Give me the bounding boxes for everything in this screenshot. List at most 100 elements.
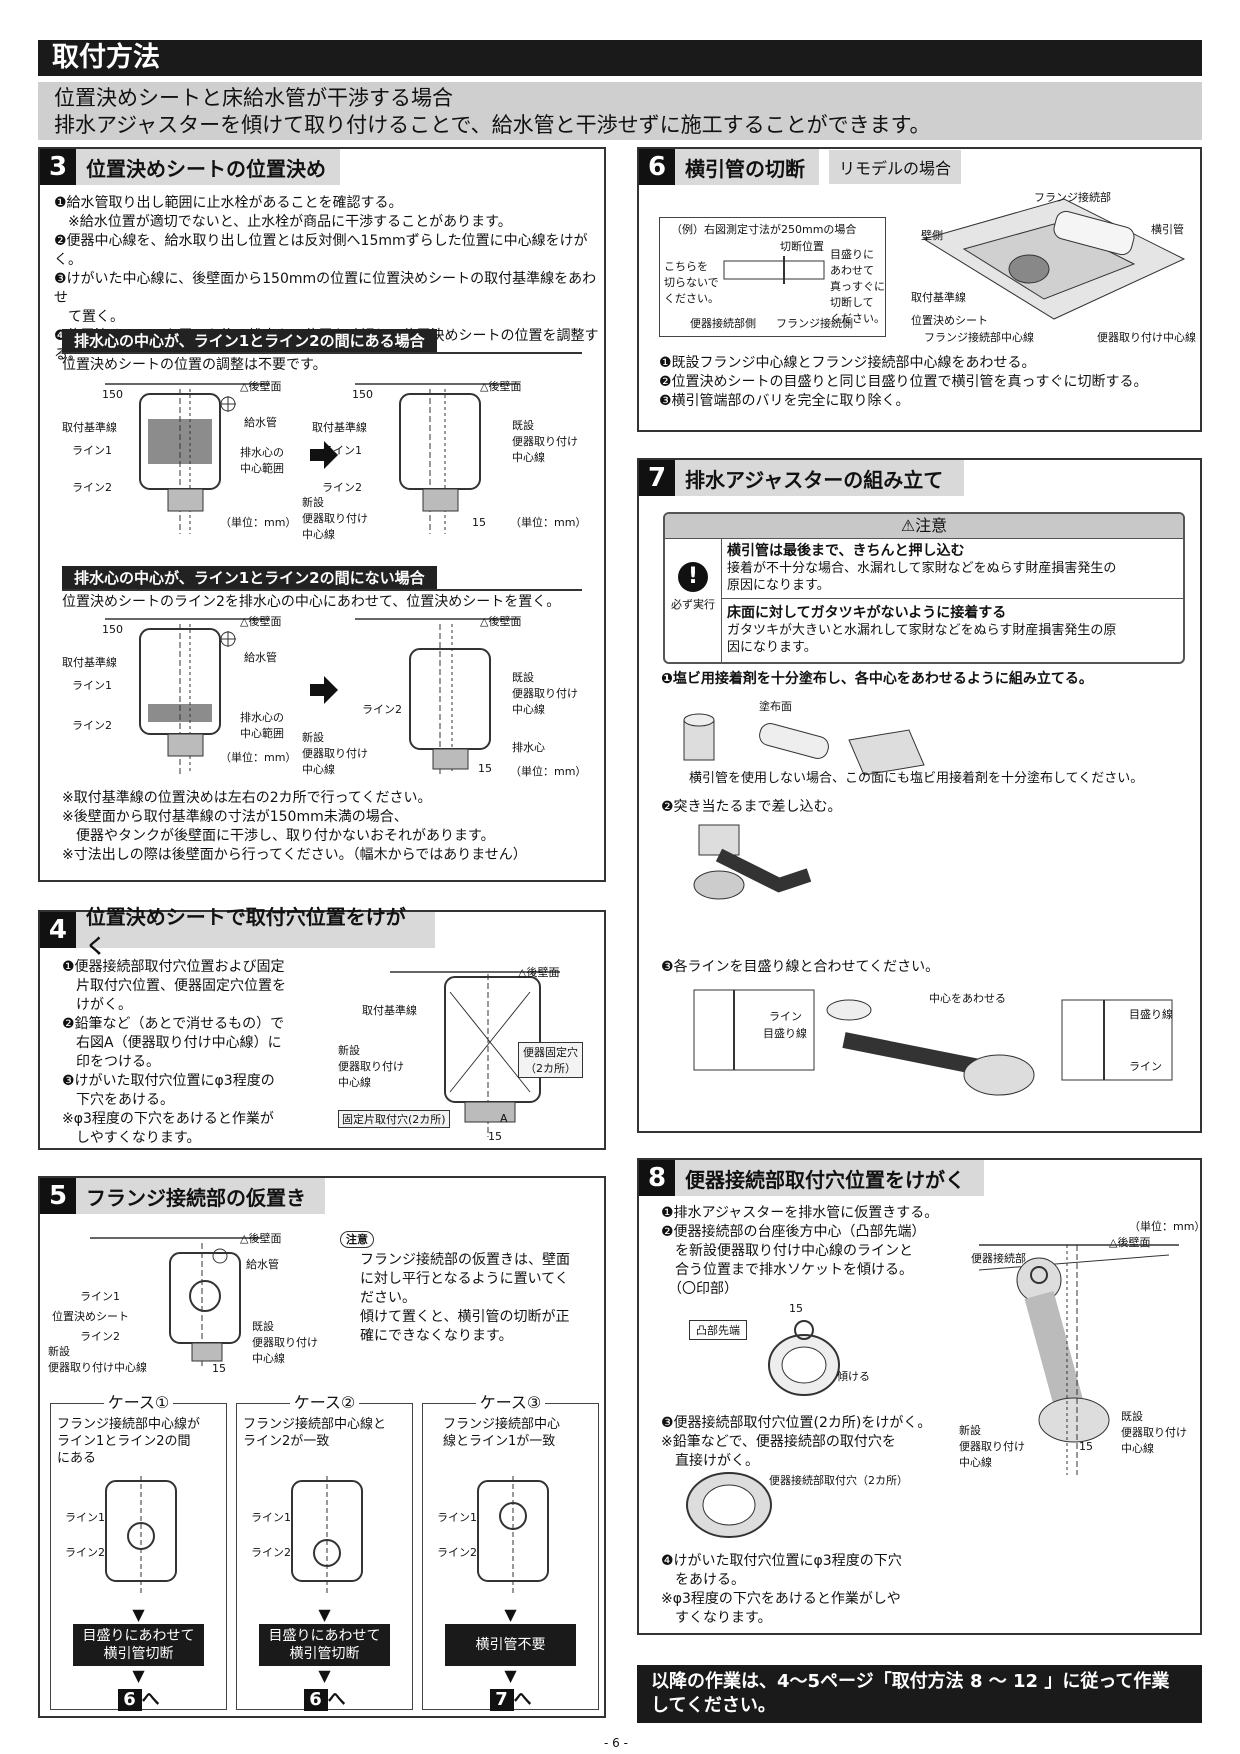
label-pipe: 横引管 — [1151, 223, 1184, 236]
label-exist-1: 既設 — [1121, 1410, 1143, 1423]
label-line: ライン — [769, 1010, 802, 1023]
section-8: 8 便器接続部取付穴位置をけがく ❶排水アジャスターを排水管に仮置きする。 ❷便… — [637, 1158, 1205, 1635]
section-number: 8 — [639, 1160, 675, 1196]
sec7-step2: ❷突き当たるまで差し込む。 — [661, 799, 842, 815]
goto-number: 6 — [117, 1689, 142, 1711]
label-range-2: 中心範囲 — [240, 727, 284, 740]
label-rear: △後壁面 — [518, 966, 560, 979]
label-15: 15 — [472, 516, 486, 529]
section-title: 排水アジャスターの組み立て — [685, 467, 944, 492]
label-line1: ライン1 — [437, 1511, 477, 1524]
section-7: 7 排水アジャスターの組み立て ⚠注意 ! 必ず実行 横引管は最後まで、きちんと… — [637, 458, 1202, 1133]
section-8-header: 8 便器接続部取付穴位置をけがく — [639, 1160, 984, 1196]
label-line2-c: ライン2 — [72, 719, 112, 732]
label-unit-d: （単位：mm） — [510, 765, 587, 778]
sec3-notes: ※取付基準線の位置決めは左右の2カ所で行ってください。 ※後壁面から取付基準線の… — [62, 789, 602, 865]
case-head: ケース① — [103, 1393, 174, 1412]
action-line2: 横引管切断 — [103, 1646, 174, 1662]
label-new-3: 中心線 — [338, 1076, 371, 1089]
leftnote-2: 切らないで — [664, 276, 719, 289]
section-title: 位置決めシートの位置決め — [86, 156, 326, 181]
label-new-2: 便器取り付け — [302, 747, 368, 760]
footer-note: 以降の作業は、4～5ページ「取付方法 8 ～ 12 」に従って作業 してください… — [637, 1665, 1202, 1723]
caution-1-body: 接着が不十分な場合、水漏れして家財などをぬらす財産損害発生の — [727, 561, 1117, 576]
mandatory-icon: ! — [678, 562, 708, 592]
label-new-2: 便器取り付け中心線 — [48, 1361, 147, 1374]
label-line2-d: ライン2 — [362, 703, 402, 716]
label-base: 取付基準線 — [62, 421, 117, 434]
label-wall: 壁側 — [921, 229, 943, 242]
label-rightnote: 目盛りにあわせて真っすぐに切断してください。 — [830, 246, 885, 326]
section-title: フランジ接続部の仮置き — [86, 1185, 306, 1210]
note-line: ※取付基準線の位置決めは左右の2カ所で行ってください。 — [62, 790, 432, 806]
case-diagram — [477, 1476, 549, 1596]
step-line: ❷便器中心線を、給水取り出し位置とは反対側へ15mmずらした位置に中心線をけがく… — [54, 233, 588, 268]
label-line2: ライン2 — [65, 1546, 105, 1559]
caution-box: ⚠注意 ! 必ず実行 横引管は最後まで、きちんと押し込む 接着が不十分な場合、水… — [663, 512, 1185, 664]
case-1: ケース① フランジ接続部中心線がライン1とライン2の間にある ライン1 ライン2… — [50, 1393, 227, 1711]
label-15: 15 — [212, 1362, 226, 1375]
flange-diagram — [922, 198, 1186, 320]
caseA-text: 位置決めシートの位置の調整は不要です。 — [62, 357, 327, 373]
label-new-1: 新設 — [959, 1424, 981, 1437]
sec7-step1: ❶塩ビ用接着剤を十分塗布し、各中心をあわせるように組み立てる。 — [661, 671, 1093, 687]
caution-2: 床面に対してガタツキがないように接着する ガタツキが大きいと水漏れして家財などを… — [727, 602, 1177, 656]
label-exist-1: 既設 — [252, 1320, 274, 1333]
label-center: 中心をあわせる — [929, 992, 1006, 1005]
sec4-steps: ❶便器接続部取付穴位置および固定 片取付穴位置、便器固定穴位置を けがく。 ❷鉛… — [62, 958, 322, 1148]
label-unit-b: （単位：mm） — [510, 516, 587, 529]
case-head: ケース② — [289, 1393, 360, 1412]
label-A: A — [500, 1112, 508, 1125]
label-range-c: 排水心の中心範囲 — [240, 709, 284, 741]
section-7-header: 7 排水アジャスターの組み立て — [639, 460, 964, 496]
label-exist-1: 既設 — [512, 671, 534, 684]
action-line1: 目盛りにあわせて — [82, 1628, 195, 1644]
step-line: 直接けがく。 — [661, 1453, 759, 1469]
section-3: 3 位置決めシートの位置決め ❶給水管取り出し範囲に止水栓があることを確認する。… — [38, 147, 606, 882]
label-line2: ライン2 — [251, 1546, 291, 1559]
sec5-note: 注意 フランジ接続部の仮置きは、壁面 に対し平行となるように置いてく ださい。 … — [340, 1228, 590, 1346]
note-line: フランジ接続部の仮置きは、壁面 — [360, 1252, 570, 1268]
note-line: に対し平行となるように置いてく — [360, 1271, 569, 1287]
sec8-steps3: ❹けがいた取付穴位置にφ3程度の下穴 をあける。 ※φ3程度の下穴をあけると作業… — [661, 1552, 951, 1628]
caution-head: ⚠注意 — [665, 514, 1183, 539]
case-diagram — [105, 1476, 177, 1596]
label-water: 給水管 — [244, 416, 277, 429]
case-desc: ライン2が一致 — [243, 1434, 330, 1449]
section-3-header: 3 位置決めシートの位置決め — [40, 149, 340, 185]
note-badge: 注意 — [340, 1231, 374, 1248]
label-flangecenter: フランジ接続部中心線 — [924, 331, 1034, 344]
step-line: 合う位置まで排水ソケットを傾ける。 — [661, 1262, 913, 1278]
label-base-c: 取付基準線 — [62, 656, 117, 669]
label-conn: 便器接続部 — [971, 1252, 1026, 1265]
case-head: ケース③ — [475, 1393, 546, 1412]
label-line1: ライン1 — [65, 1511, 105, 1524]
label-rear-c: △後壁面 — [240, 615, 282, 628]
label-new-2: 便器取り付け — [338, 1060, 404, 1073]
section-6: 6 横引管の切断 リモデルの場合 （例）右図測定寸法が250mmの場合 切断位置… — [637, 147, 1202, 432]
label-line1: ライン1 — [80, 1290, 120, 1303]
example-title: （例）右図測定寸法が250mmの場合 — [668, 221, 860, 237]
sec6-steps: ❶既設フランジ中心線とフランジ接続部中心線をあわせる。 ❷位置決めシートの目盛り… — [659, 354, 1189, 411]
apply-note: 横引管を使用しない場合、この面にも塩ビ用接着剤を十分塗布してください。 — [689, 771, 1144, 786]
caseA-label: 排水心の中心が、ライン1とライン2の間にある場合 — [62, 329, 437, 352]
rightnote-4: 切断して — [830, 296, 874, 309]
case-desc: フランジ接続部中心線と — [243, 1417, 387, 1432]
label-water: 給水管 — [246, 1258, 279, 1271]
label-new: 新設便器取り付け中心線 — [302, 494, 368, 542]
sec7-step3: ❸各ラインを目盛り線と合わせてください。 — [661, 959, 940, 975]
label-range-1: 排水心の — [240, 446, 284, 459]
label-drain: 排水心 — [512, 741, 545, 754]
socket-diagram — [768, 1320, 840, 1396]
label-exist-3: 中心線 — [512, 451, 545, 464]
label-new-d: 新設便器取り付け中心線 — [302, 729, 368, 777]
label-new-1: 新設 — [302, 496, 324, 509]
step-line: ❷位置決めシートの目盛りと同じ目盛り位置で横引管を真っすぐに切断する。 — [659, 374, 1148, 390]
divider — [721, 598, 1183, 599]
caution-2-body: 因になります。 — [727, 640, 817, 655]
label-fix-holes: 便器固定穴（2カ所） — [518, 1042, 583, 1078]
case-diagram — [291, 1476, 363, 1596]
label-new-2: 便器取り付け — [959, 1440, 1025, 1453]
label-sheet: 位置決めシート — [911, 314, 988, 327]
label-new-1: 新設 — [302, 731, 324, 744]
